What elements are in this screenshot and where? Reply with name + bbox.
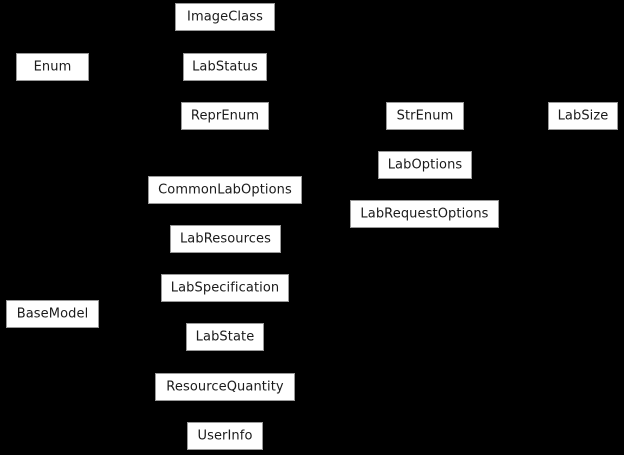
class-node-lab-specification[interactable]: LabSpecification — [161, 274, 289, 302]
class-node-common-lab-options[interactable]: CommonLabOptions — [148, 176, 302, 204]
class-node-label: ImageClass — [187, 9, 263, 24]
class-node-lab-resources[interactable]: LabResources — [170, 225, 281, 253]
class-node-label: StrEnum — [396, 108, 454, 123]
class-node-repr-enum[interactable]: ReprEnum — [181, 102, 269, 130]
class-node-lab-options[interactable]: LabOptions — [378, 151, 472, 179]
class-node-label: ReprEnum — [190, 108, 260, 123]
class-node-label: LabRequestOptions — [360, 206, 489, 221]
class-node-str-enum[interactable]: StrEnum — [386, 102, 464, 130]
class-node-lab-size[interactable]: LabSize — [548, 102, 618, 130]
class-node-label: LabResources — [179, 231, 272, 246]
class-node-label: LabState — [195, 329, 255, 344]
class-node-label: LabSpecification — [170, 280, 280, 295]
class-node-user-info[interactable]: UserInfo — [187, 422, 263, 450]
class-node-label: UserInfo — [197, 428, 253, 443]
class-node-label: LabSize — [557, 108, 609, 123]
class-node-label: CommonLabOptions — [158, 182, 292, 197]
class-node-lab-status[interactable]: LabStatus — [183, 53, 267, 81]
class-node-enum[interactable]: Enum — [16, 53, 89, 81]
class-node-lab-state[interactable]: LabState — [186, 323, 264, 351]
class-node-label: BaseModel — [16, 306, 89, 321]
class-node-label: LabOptions — [387, 157, 463, 172]
class-node-base-model[interactable]: BaseModel — [6, 300, 99, 328]
class-node-label: LabStatus — [192, 59, 258, 74]
class-node-image-class[interactable]: ImageClass — [175, 3, 275, 31]
class-node-label: ResourceQuantity — [166, 379, 284, 394]
class-node-resource-quantity[interactable]: ResourceQuantity — [155, 373, 295, 401]
class-node-label: Enum — [33, 59, 72, 74]
class-node-lab-request-options[interactable]: LabRequestOptions — [350, 200, 499, 228]
